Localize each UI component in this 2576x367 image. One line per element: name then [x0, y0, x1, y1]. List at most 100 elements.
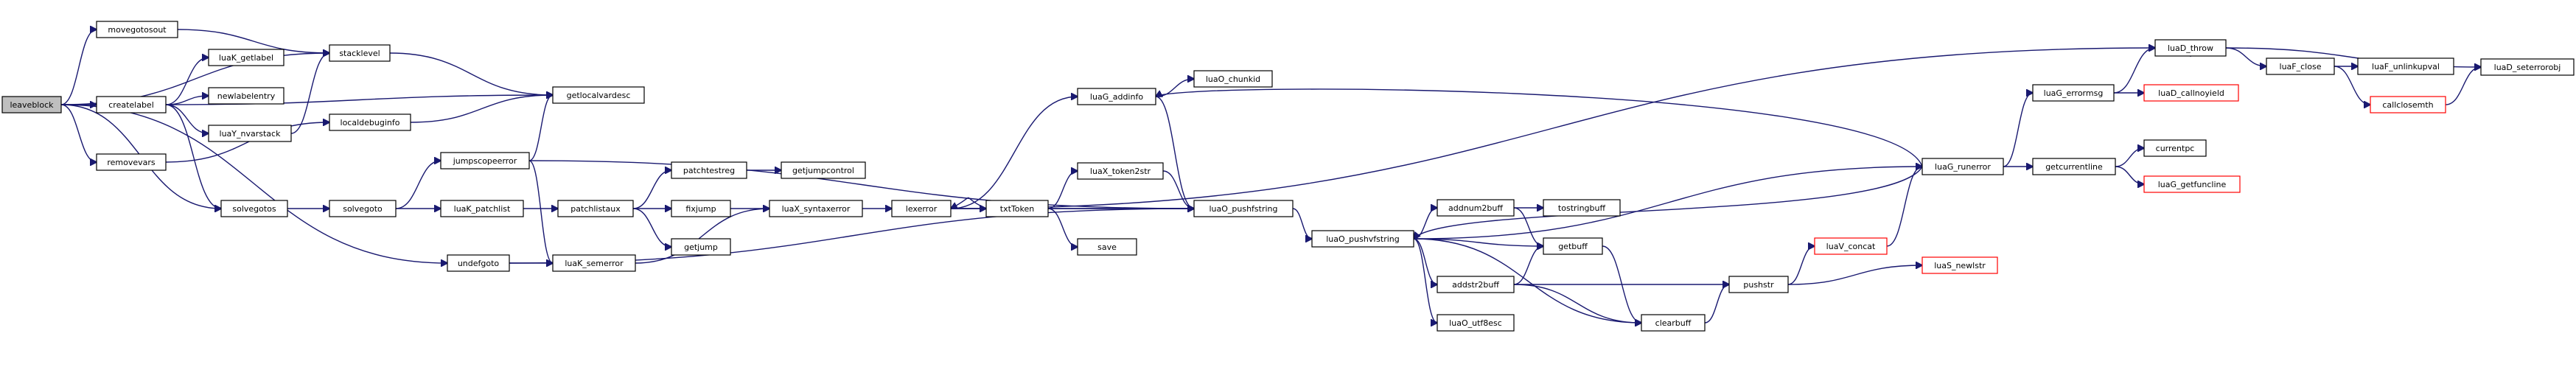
node-box-addnum2buff[interactable] — [1437, 199, 1515, 217]
node-box-callclosemth[interactable] — [2370, 96, 2446, 113]
node-box-luaO_pushfstring[interactable] — [1193, 200, 1294, 217]
node-box-solvegoto[interactable] — [329, 200, 397, 217]
node-solvegoto[interactable]: solvegoto — [329, 200, 397, 217]
node-getbuff[interactable]: getbuff — [1543, 237, 1603, 255]
node-luaD_seterrorobj[interactable]: luaD_seterrorobj — [2480, 58, 2575, 76]
node-box-addstr2buff[interactable] — [1437, 276, 1515, 293]
node-box-luaF_unlinkupval[interactable] — [2357, 57, 2454, 75]
node-box-clearbuff[interactable] — [1641, 314, 1706, 332]
node-box-luaO_utf8esc[interactable] — [1437, 314, 1515, 332]
node-luaG_errormsg[interactable]: luaG_errormsg — [2032, 84, 2115, 102]
node-luaF_close[interactable]: luaF_close — [2266, 57, 2335, 75]
node-box-tostringbuff[interactable] — [1543, 199, 1621, 217]
node-luaF_unlinkupval[interactable]: luaF_unlinkupval — [2357, 57, 2454, 75]
node-box-jumpscopeerror[interactable] — [440, 152, 530, 169]
node-box-solvegotos[interactable] — [220, 200, 288, 217]
node-localdebuginfo[interactable]: localdebuginfo — [329, 113, 411, 131]
node-box-createlabel[interactable] — [96, 96, 167, 113]
node-jumpscopeerror[interactable]: jumpscopeerror — [440, 152, 530, 169]
node-callclosemth[interactable]: callclosemth — [2370, 96, 2446, 113]
node-getlocalvardesc[interactable]: getlocalvardesc — [552, 86, 645, 104]
node-box-luaY_nvarstack[interactable] — [208, 125, 292, 142]
node-lexerror[interactable]: lexerror — [891, 200, 952, 217]
node-box-luaD_callnoyield[interactable] — [2143, 84, 2239, 102]
node-box-getjump[interactable] — [671, 238, 731, 256]
node-box-luaK_patchlist[interactable] — [440, 200, 524, 217]
node-box-luaO_chunkid[interactable] — [1193, 70, 1273, 88]
node-patchtestreg[interactable]: patchtestreg — [671, 161, 747, 179]
node-box-getjumpcontrol[interactable] — [781, 161, 866, 179]
node-box-removevars[interactable] — [96, 153, 167, 171]
node-box-luaS_newlstr[interactable] — [1921, 256, 1998, 274]
node-removevars[interactable]: removevars — [96, 153, 167, 171]
node-save[interactable]: save — [1077, 238, 1137, 256]
node-patchlistaux[interactable]: patchlistaux — [557, 200, 634, 217]
node-tostringbuff[interactable]: tostringbuff — [1543, 199, 1621, 217]
node-box-luaG_runerror[interactable] — [1921, 158, 2004, 175]
node-box-lexerror[interactable] — [891, 200, 952, 217]
node-luaX_syntaxerror[interactable]: luaX_syntaxerror — [769, 200, 863, 217]
node-box-luaK_getlabel[interactable] — [208, 49, 285, 66]
node-newlabelentry[interactable]: newlabelentry — [208, 87, 285, 105]
node-box-getcurrentline[interactable] — [2032, 158, 2116, 175]
node-stacklevel[interactable]: stacklevel — [329, 44, 391, 62]
node-luaG_runerror[interactable]: luaG_runerror — [1921, 158, 2004, 175]
node-box-luaF_close[interactable] — [2266, 57, 2335, 75]
node-addstr2buff[interactable]: addstr2buff — [1437, 276, 1515, 293]
node-box-luaX_syntaxerror[interactable] — [769, 200, 863, 217]
node-box-movegotosout[interactable] — [96, 21, 178, 38]
node-createlabel[interactable]: createlabel — [96, 96, 167, 113]
node-box-pushstr[interactable] — [1728, 276, 1789, 293]
node-luaG_getfuncline[interactable]: luaG_getfuncline — [2143, 175, 2241, 193]
node-getjump[interactable]: getjump — [671, 238, 731, 256]
node-luaK_semerror[interactable]: luaK_semerror — [552, 254, 636, 272]
node-luaK_getlabel[interactable]: luaK_getlabel — [208, 49, 285, 66]
node-txtToken[interactable]: txtToken — [985, 200, 1049, 217]
node-undefgoto[interactable]: undefgoto — [447, 254, 510, 272]
node-box-fixjump[interactable] — [671, 200, 731, 217]
node-box-luaG_errormsg[interactable] — [2032, 84, 2115, 102]
node-luaO_pushfstring[interactable]: luaO_pushfstring — [1193, 200, 1294, 217]
node-box-localdebuginfo[interactable] — [329, 113, 411, 131]
node-pushstr[interactable]: pushstr — [1728, 276, 1789, 293]
node-luaY_nvarstack[interactable]: luaY_nvarstack — [208, 125, 292, 142]
node-luaV_concat[interactable]: luaV_concat — [1814, 237, 1888, 255]
node-box-luaG_getfuncline[interactable] — [2143, 175, 2241, 193]
node-solvegotos[interactable]: solvegotos — [220, 200, 288, 217]
node-box-txtToken[interactable] — [985, 200, 1049, 217]
node-box-luaK_semerror[interactable] — [552, 254, 636, 272]
node-box-stacklevel[interactable] — [329, 44, 391, 62]
node-box-patchtestreg[interactable] — [671, 161, 747, 179]
node-leaveblock[interactable]: leaveblock — [1, 96, 62, 113]
node-getcurrentline[interactable]: getcurrentline — [2032, 158, 2116, 175]
node-box-undefgoto[interactable] — [447, 254, 510, 272]
node-movegotosout[interactable]: movegotosout — [96, 21, 178, 38]
node-box-luaV_concat[interactable] — [1814, 237, 1888, 255]
node-box-luaD_throw[interactable] — [2154, 39, 2227, 57]
node-box-save[interactable] — [1077, 238, 1137, 256]
node-box-getbuff[interactable] — [1543, 237, 1603, 255]
node-getjumpcontrol[interactable]: getjumpcontrol — [781, 161, 866, 179]
node-box-leaveblock[interactable] — [1, 96, 62, 113]
node-box-luaO_pushvfstring[interactable] — [1311, 230, 1414, 248]
node-luaG_addinfo[interactable]: luaG_addinfo — [1077, 88, 1156, 105]
node-currentpc[interactable]: currentpc — [2143, 139, 2207, 157]
node-box-getlocalvardesc[interactable] — [552, 86, 645, 104]
node-luaS_newlstr[interactable]: luaS_newlstr — [1921, 256, 1998, 274]
node-luaD_callnoyield[interactable]: luaD_callnoyield — [2143, 84, 2239, 102]
node-box-currentpc[interactable] — [2143, 139, 2207, 157]
node-box-newlabelentry[interactable] — [208, 87, 285, 105]
node-luaK_patchlist[interactable]: luaK_patchlist — [440, 200, 524, 217]
node-fixjump[interactable]: fixjump — [671, 200, 731, 217]
node-addnum2buff[interactable]: addnum2buff — [1437, 199, 1515, 217]
node-box-luaG_addinfo[interactable] — [1077, 88, 1156, 105]
node-luaO_pushvfstring[interactable]: luaO_pushvfstring — [1311, 230, 1414, 248]
node-luaO_chunkid[interactable]: luaO_chunkid — [1193, 70, 1273, 88]
node-clearbuff[interactable]: clearbuff — [1641, 314, 1706, 332]
node-luaX_token2str[interactable]: luaX_token2str — [1077, 162, 1164, 180]
node-box-luaD_seterrorobj[interactable] — [2480, 58, 2575, 76]
node-luaD_throw[interactable]: luaD_throw — [2154, 39, 2227, 57]
node-box-patchlistaux[interactable] — [557, 200, 634, 217]
node-luaO_utf8esc[interactable]: luaO_utf8esc — [1437, 314, 1515, 332]
node-box-luaX_token2str[interactable] — [1077, 162, 1164, 180]
